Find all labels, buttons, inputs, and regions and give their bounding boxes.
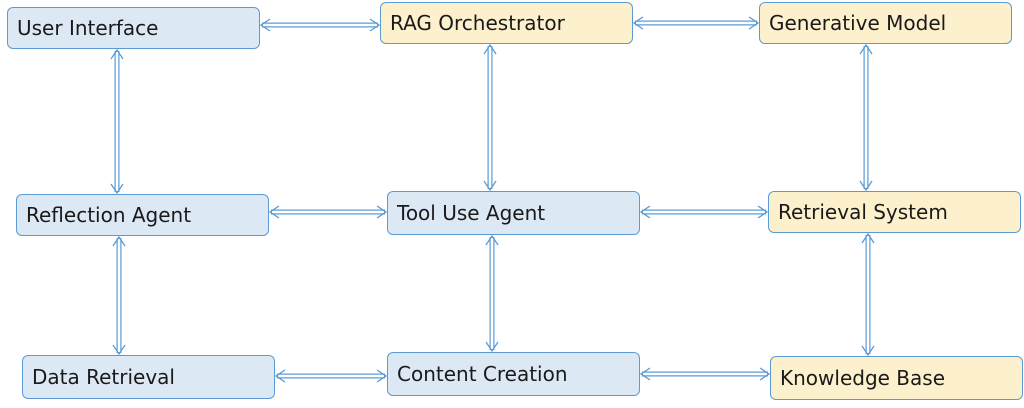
node-content-creation: Content Creation xyxy=(387,352,640,396)
arrow-user-interface-reflection-agent xyxy=(110,48,124,195)
arrow-reflection-agent-data-retrieval xyxy=(112,235,126,356)
arrow-reflection-agent-tool-use-agent xyxy=(268,205,388,219)
arrow-content-creation-knowledge-base xyxy=(639,367,771,381)
arrow-rag-orchestrator-generative-model xyxy=(632,16,760,30)
node-retrieval-system: Retrieval System xyxy=(768,191,1021,233)
node-label-content-creation: Content Creation xyxy=(397,362,568,386)
arrow-tool-use-agent-retrieval-system xyxy=(639,205,769,219)
arrow-tool-use-agent-content-creation xyxy=(485,234,499,353)
arrow-data-retrieval-content-creation xyxy=(274,369,388,383)
node-generative-model: Generative Model xyxy=(759,2,1012,44)
node-tool-use-agent: Tool Use Agent xyxy=(387,191,640,235)
node-knowledge-base: Knowledge Base xyxy=(770,356,1023,400)
arrow-rag-orchestrator-tool-use-agent xyxy=(483,43,497,192)
arrow-user-interface-rag-orchestrator xyxy=(259,18,381,32)
node-user-interface: User Interface xyxy=(7,7,260,49)
node-reflection-agent: Reflection Agent xyxy=(16,194,269,236)
node-label-rag-orchestrator: RAG Orchestrator xyxy=(390,11,565,35)
node-label-reflection-agent: Reflection Agent xyxy=(26,203,192,227)
node-label-retrieval-system: Retrieval System xyxy=(778,200,948,224)
node-label-tool-use-agent: Tool Use Agent xyxy=(397,201,546,225)
node-label-data-retrieval: Data Retrieval xyxy=(32,365,175,389)
arrow-retrieval-system-knowledge-base xyxy=(861,232,875,357)
node-data-retrieval: Data Retrieval xyxy=(22,355,275,399)
arrow-generative-model-retrieval-system xyxy=(859,43,873,192)
node-rag-orchestrator: RAG Orchestrator xyxy=(380,2,633,44)
node-label-generative-model: Generative Model xyxy=(769,11,947,35)
node-label-knowledge-base: Knowledge Base xyxy=(780,366,945,390)
node-label-user-interface: User Interface xyxy=(17,16,159,40)
